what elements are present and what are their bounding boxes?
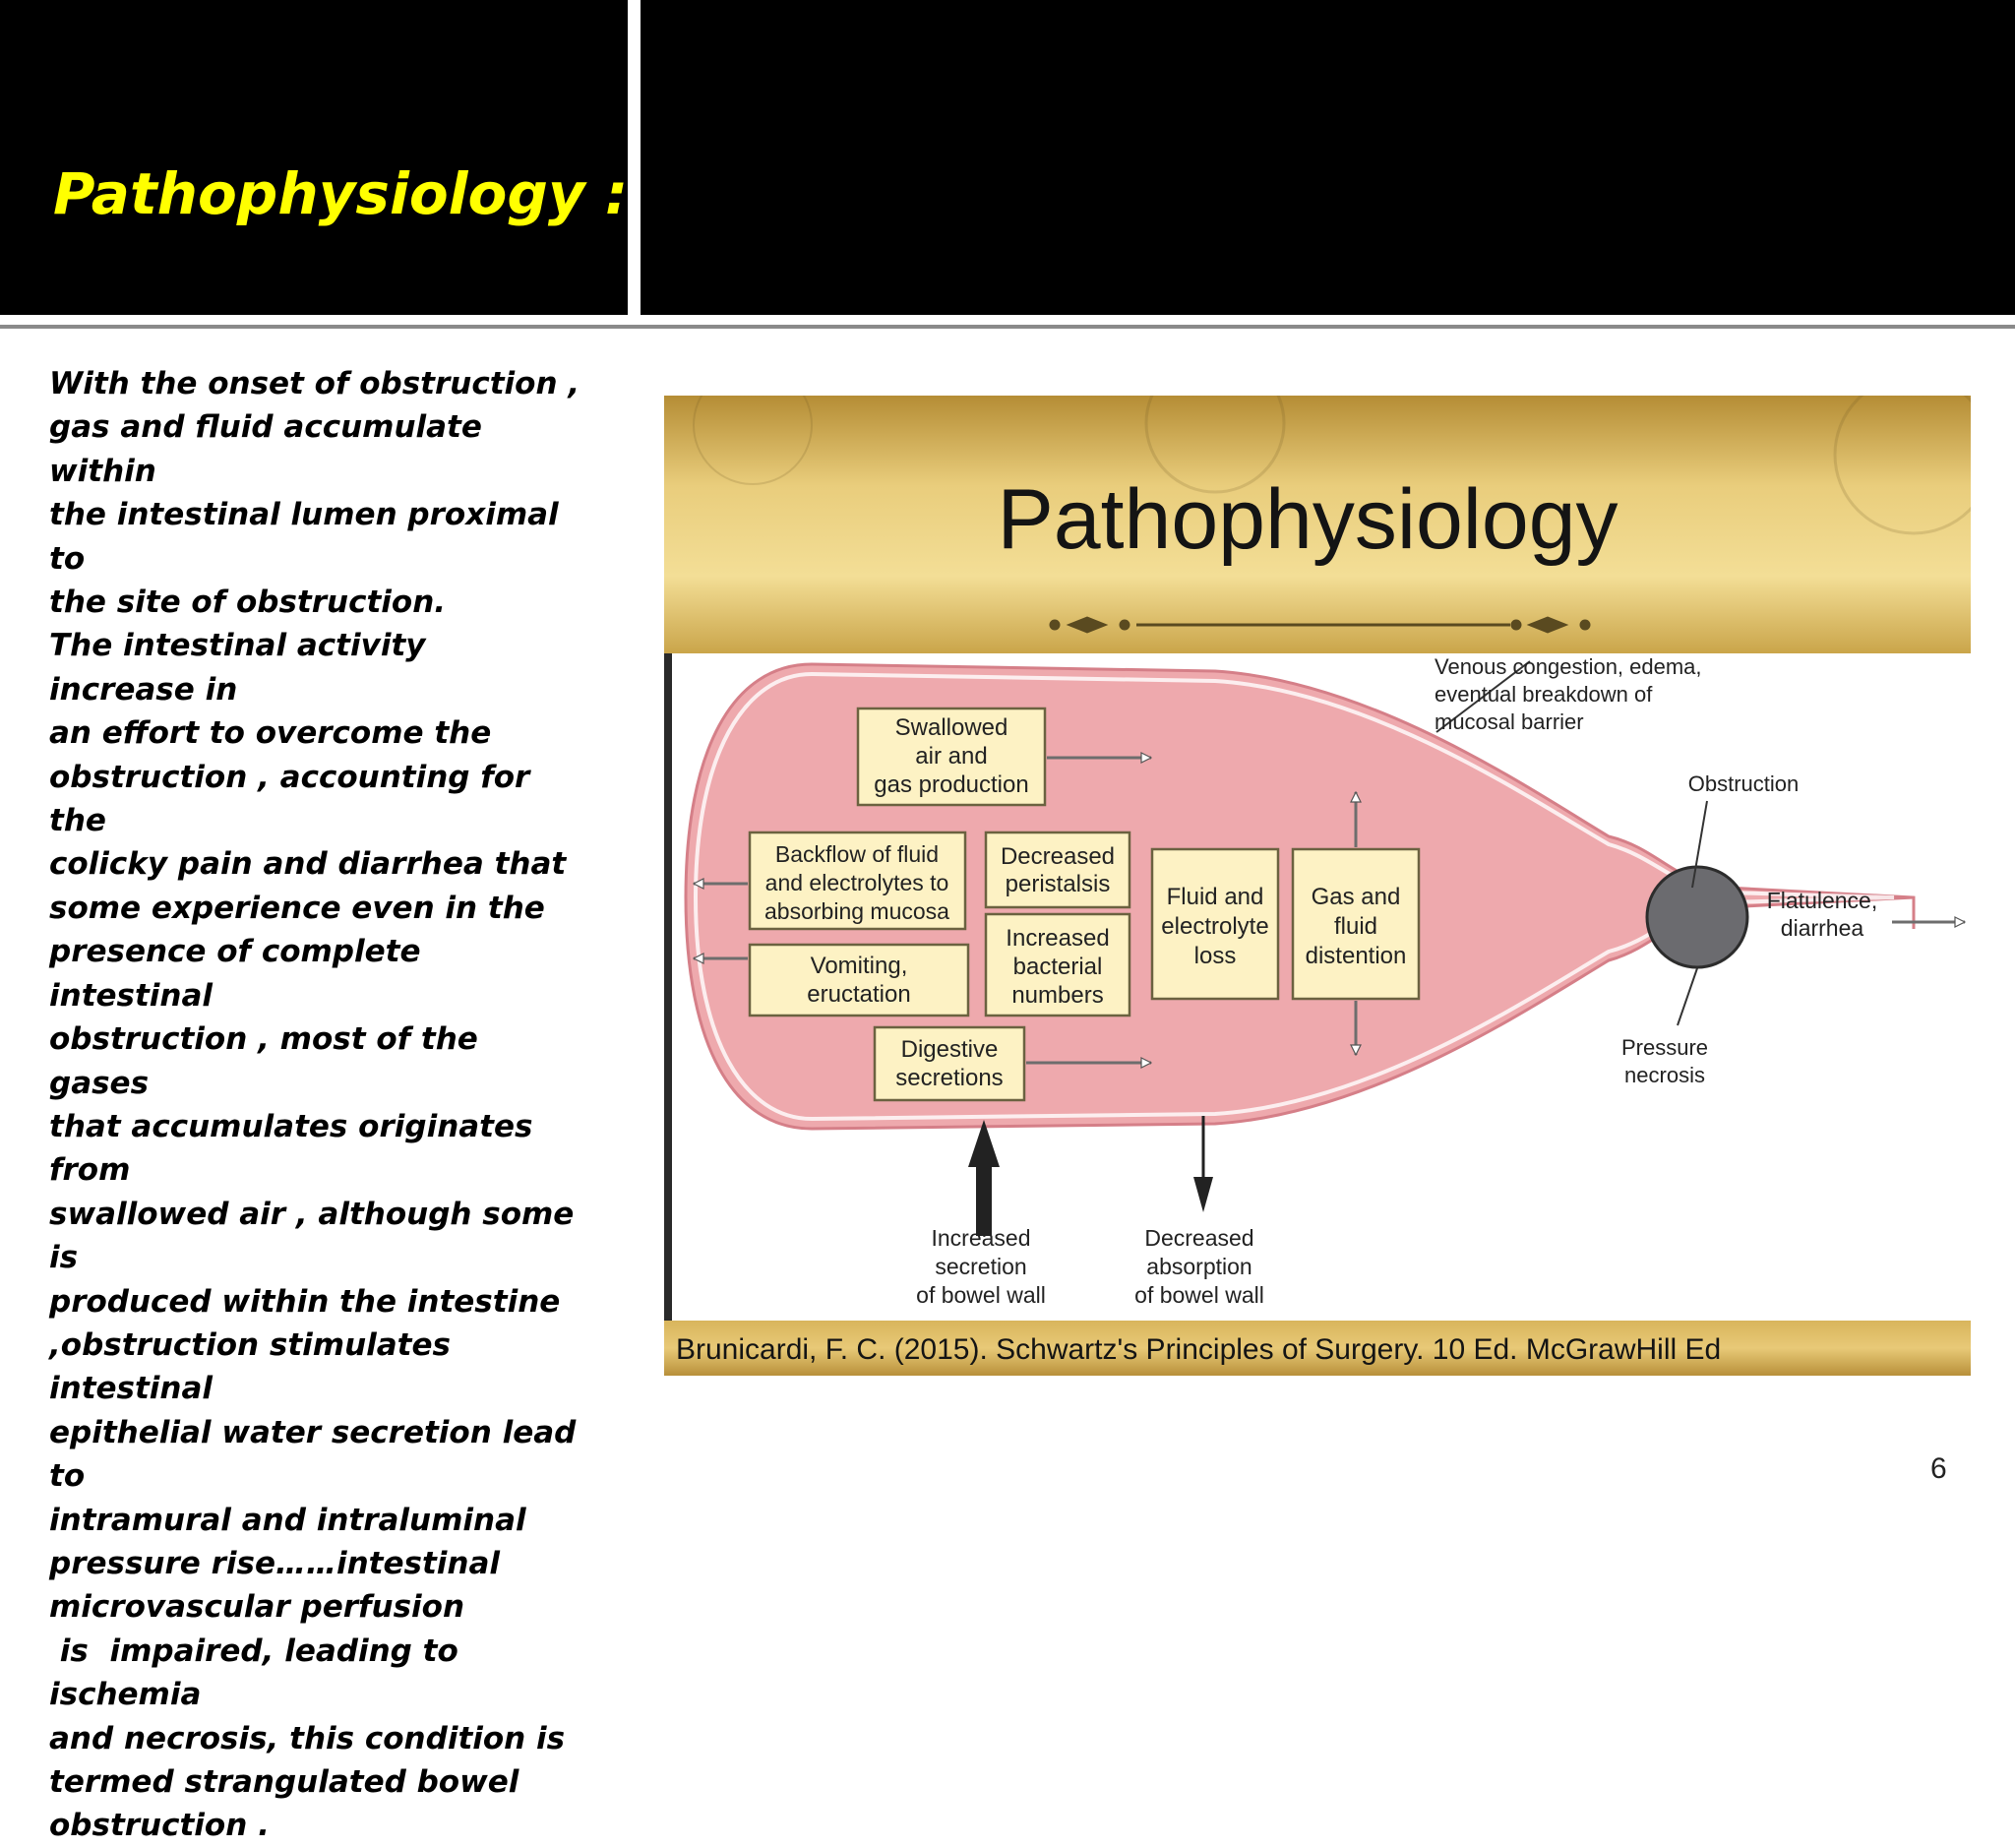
body-line: pressure rise……intestinal (49, 1545, 501, 1581)
title-ornament (1049, 616, 1591, 634)
box-line: peristalsis (1006, 871, 1111, 897)
body-line: obstruction . (49, 1808, 270, 1844)
body-line: obstruction , most of the gases (49, 1021, 489, 1101)
slide-title: Pathophysiology : (53, 160, 629, 227)
label-line: mucosal barrier (1435, 709, 1584, 734)
citation-text: Brunicardi, F. C. (2015). Schwartz's Pri… (676, 1333, 1721, 1366)
label-line: Pressure (1621, 1035, 1708, 1060)
body-line: The intestinal activity increase in (49, 628, 437, 708)
label-line: necrosis (1624, 1063, 1705, 1087)
leader-lines (1435, 660, 1708, 1026)
body-line: termed strangulated bowel (49, 1764, 519, 1800)
label-decreased-absorption: Decreased absorption of bowel wall (1134, 1225, 1264, 1308)
figure-left-rule (664, 653, 672, 1323)
box-line: Decreased (1001, 843, 1115, 870)
citation-band (664, 1321, 1971, 1376)
header-right-panel (641, 0, 2015, 315)
box-line: Backflow of fluid (775, 841, 939, 867)
increased-secretion-arrow (968, 1120, 1000, 1236)
label-obstruction: Obstruction (1688, 771, 1800, 796)
box-decreased-peristalsis: Decreased peristalsis (984, 831, 1131, 909)
label-line: Increased (931, 1225, 1030, 1251)
pathophysiology-figure: Pathophysiology Swallowed air and gas pr… (664, 396, 1971, 1376)
box-line: Increased (1006, 925, 1109, 952)
body-line: swallowed air , although some is (49, 1196, 585, 1276)
label-increased-secretion: Increased secretion of bowel wall (916, 1225, 1046, 1308)
box-gas-fluid-distention: Gas and fluid distention (1291, 847, 1421, 1001)
box-line: Vomiting, (811, 953, 908, 979)
body-line: that accumulates originates from (49, 1108, 544, 1189)
header-divider (0, 325, 2015, 329)
figure-header-band (664, 396, 1971, 653)
body-line: some experience even in the (49, 890, 545, 926)
box-backflow: Backflow of fluid and electrolytes to ab… (748, 831, 967, 931)
box-line: gas production (874, 771, 1028, 798)
header-left-panel (0, 0, 628, 315)
box-line: secretions (895, 1065, 1003, 1091)
label-pressure-necrosis: Pressure necrosis (1621, 1035, 1708, 1087)
decreased-absorption-arrow (1193, 1116, 1213, 1212)
header-decoration (693, 396, 1971, 535)
body-line: intramural and intraluminal (49, 1502, 526, 1538)
box-line: Fluid and (1167, 884, 1264, 910)
box-digestive-secretions: Digestive secretions (873, 1025, 1026, 1102)
figure-title: Pathophysiology (997, 472, 1618, 567)
box-line: air and (915, 743, 987, 770)
body-line: is impaired, leading to ischemia (49, 1632, 469, 1713)
box-line: bacterial (1013, 954, 1103, 980)
label-line: Flatulence, (1767, 888, 1878, 913)
box-line: distention (1306, 943, 1407, 969)
bowel-mucosa-line (693, 671, 1895, 1122)
label-flatulence: Flatulence, diarrhea (1767, 888, 1878, 941)
body-line: colicky pain and diarrhea that (49, 846, 567, 883)
box-line: and electrolytes to (765, 870, 949, 895)
body-line: presence of complete intestinal (49, 934, 432, 1014)
body-line: obstruction , accounting for the (49, 759, 541, 839)
body-text: With the onset of obstruction , gas and … (49, 362, 580, 1848)
box-swallowed-air: Swallowed air and gas production (856, 707, 1047, 807)
label-line: Venous congestion, edema, (1435, 654, 1702, 679)
body-line: the intestinal lumen proximal to (49, 497, 570, 577)
body-line: microvascular perfusion (49, 1589, 465, 1626)
obstruction-circle (1645, 865, 1749, 969)
box-line: absorbing mucosa (764, 898, 949, 924)
body-line: the site of obstruction. (49, 585, 447, 621)
label-line: of bowel wall (1134, 1282, 1264, 1308)
box-fluid-electrolyte-loss: Fluid and electrolyte loss (1150, 847, 1280, 1001)
box-bacterial-numbers: Increased bacterial numbers (984, 912, 1131, 1017)
body-line: an effort to overcome the (49, 715, 492, 752)
body-line: produced within the intestine (49, 1283, 561, 1320)
label-venous: Venous congestion, edema, eventual break… (1435, 654, 1702, 734)
body-line: ,obstruction stimulates intestinal (49, 1326, 461, 1407)
box-line: eructation (807, 981, 910, 1008)
body-line: and necrosis, this condition is (49, 1720, 566, 1756)
label-line: of bowel wall (916, 1282, 1046, 1308)
leader-obstruction (1691, 800, 1708, 889)
flow-arrows (694, 758, 1965, 1063)
box-line: Digestive (901, 1036, 999, 1063)
leader-venous (1435, 660, 1531, 733)
box-line: fluid (1334, 913, 1377, 940)
box-line: electrolyte (1161, 913, 1268, 940)
body-line: gas and fluid accumulate within (49, 409, 493, 489)
page-number: 6 (1930, 1452, 1947, 1485)
box-line: loss (1194, 943, 1237, 969)
body-line: With the onset of obstruction , (49, 366, 580, 401)
label-line: eventual breakdown of (1435, 682, 1653, 707)
leader-pressure (1677, 967, 1698, 1026)
label-line: Decreased (1144, 1225, 1253, 1251)
label-line: absorption (1146, 1254, 1252, 1279)
box-vomiting: Vomiting, eructation (748, 943, 970, 1017)
body-line: epithelial water secretion lead to (49, 1414, 587, 1495)
box-line: Swallowed (895, 714, 1008, 741)
box-line: Gas and (1312, 884, 1401, 910)
figure-svg: Pathophysiology Swallowed air and gas pr… (664, 396, 1971, 1376)
box-line: numbers (1011, 982, 1103, 1009)
label-line: diarrhea (1781, 915, 1864, 941)
label-line: secretion (935, 1254, 1026, 1279)
